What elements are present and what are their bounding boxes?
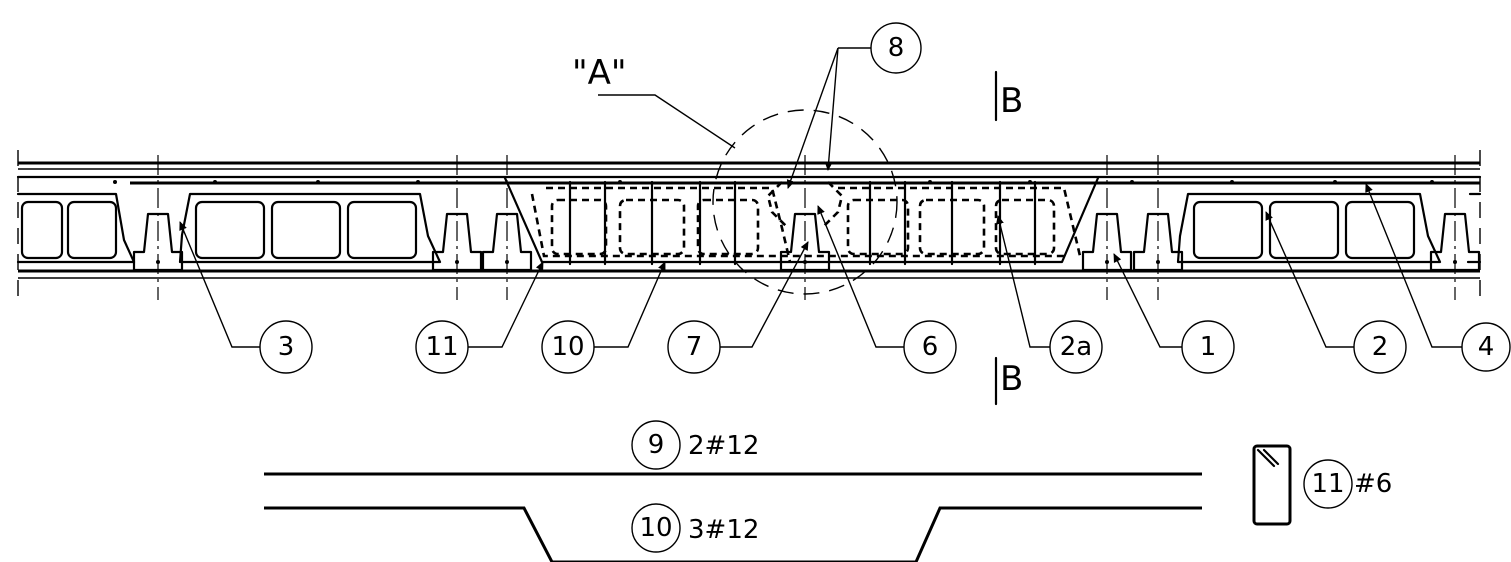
stirrup-11-shape [1252,444,1292,526]
section-mark-bottom: B [994,356,1023,406]
callout-11: 11 [415,261,544,374]
reinforcement-dots [113,180,1434,184]
callout-3: 3 [179,221,313,374]
section-mark-top: B [994,70,1023,122]
callout-7: 7 [667,241,809,374]
bar-9-mark: 9 [648,430,665,460]
callout-4: 4 [1365,183,1511,372]
section-mark-top-label: B [1000,81,1023,121]
callout-2a: 2a [996,215,1103,374]
bar-10-spec: 3#12 [688,515,759,545]
svg-text:6: 6 [922,332,939,362]
slab-layers [16,150,1482,300]
svg-text:11: 11 [425,332,458,362]
callout-1: 1 [1113,253,1235,374]
joist-center-lines [157,155,1456,300]
bar-10-mark-circle [631,503,681,553]
bar-10-line [264,506,1202,562]
bar-9-mark-circle [631,420,681,470]
svg-text:1: 1 [1200,332,1217,362]
section-mark-bottom-label: B [1000,359,1023,399]
bar-9-spec: 2#12 [688,431,759,461]
stirrup-11-spec: #6 [1354,469,1392,499]
bar-10-detail: 10 3#12 [264,503,1202,562]
svg-text:10: 10 [551,332,584,362]
stirrup-11-detail: 11 #6 [1252,444,1392,526]
detail-a-circle [712,109,898,295]
callout-8: 8 [786,22,922,189]
callout-2: 2 [1265,211,1407,374]
svg-text:2: 2 [1372,332,1389,362]
stirrup-11-mark: 11 [1311,469,1344,499]
svg-text:3: 3 [278,332,295,362]
stirrup-11-mark-circle [1303,459,1353,509]
detail-a-leader [598,94,736,149]
stirrup-11-hook [1256,448,1276,468]
callout-6: 6 [817,205,957,374]
callout-10: 10 [541,261,666,374]
central-beam [503,176,1100,264]
hollow-blocks-left [16,192,442,264]
bar-9-detail: 9 2#12 [264,420,1202,476]
svg-text:8: 8 [888,33,905,63]
svg-text:7: 7 [686,332,703,362]
precast-joists [132,212,1481,272]
svg-text:4: 4 [1478,332,1495,362]
stirrups [568,180,1037,266]
svg-text:2a: 2a [1060,332,1092,362]
detail-a-label: "A" [572,53,627,93]
bar-10-mark: 10 [639,513,672,543]
